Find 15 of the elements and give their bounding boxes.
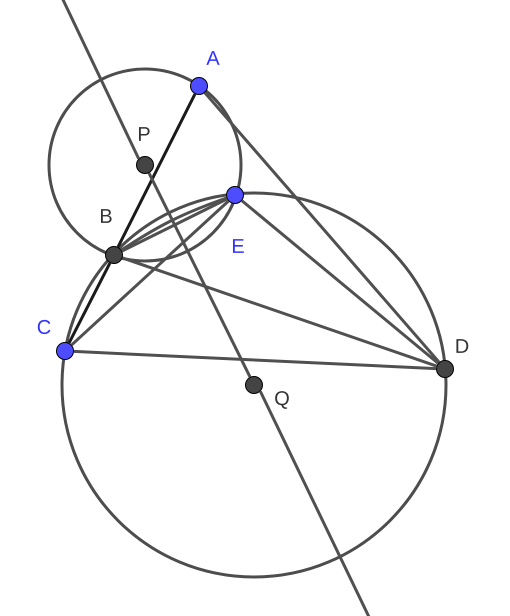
line-segment (122, 256, 437, 368)
line-segment (204, 92, 440, 364)
line-segment (116, 93, 196, 248)
point-label: P (138, 127, 150, 141)
line-segment (70, 200, 230, 346)
line-segment (148, 172, 252, 378)
point-label: Q (275, 391, 289, 409)
line-segment (240, 200, 440, 364)
point-label: C (38, 320, 50, 334)
point-label: D (456, 339, 468, 353)
line-segment (74, 350, 436, 370)
line-segment (68, 262, 112, 344)
point-label: E (232, 239, 244, 253)
point-label: A (206, 51, 220, 65)
point-label: B (100, 209, 112, 223)
